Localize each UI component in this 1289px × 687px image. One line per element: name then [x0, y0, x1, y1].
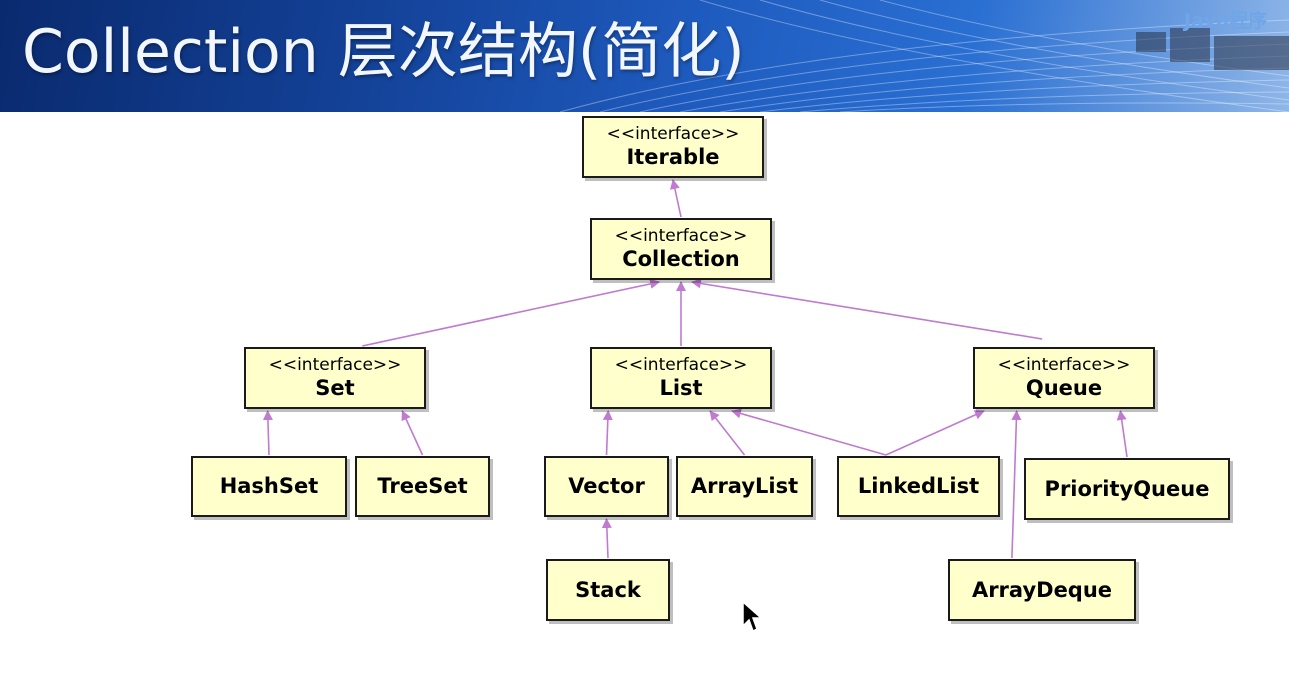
node-vector: Vector [544, 456, 669, 517]
node-linkedlist: LinkedList [837, 456, 1000, 517]
edge-vector-to-list [602, 410, 613, 456]
node-stereotype: <<interface>> [997, 355, 1131, 375]
mouse-cursor-icon [742, 600, 763, 633]
node-iterable: <<interface>> Iterable [582, 116, 764, 178]
edge-arraylist-to-list [709, 410, 746, 456]
header-decoration [559, 0, 1289, 112]
node-stereotype: <<interface>> [614, 226, 748, 246]
node-name: ArrayDeque [971, 577, 1113, 602]
node-name: TreeSet [377, 474, 468, 498]
node-name: List [659, 376, 703, 400]
node-name: PriorityQueue [1044, 476, 1210, 501]
edge-collection-to-iterable [670, 179, 682, 218]
edge-arraydeque-to-queue [1011, 410, 1022, 559]
node-arraydeque: ArrayDeque [948, 559, 1136, 621]
node-hashset: HashSet [191, 456, 347, 517]
edge-hashset-to-set [262, 410, 273, 456]
node-name: Collection [622, 247, 740, 271]
header-logo-text: Java程序 [1184, 10, 1268, 32]
header-logo-graphic [1136, 28, 1289, 70]
node-stereotype: <<interface>> [268, 355, 402, 375]
node-name: Iterable [626, 145, 720, 169]
edge-stack-to-vector [601, 518, 612, 559]
node-list: <<interface>> List [590, 347, 772, 409]
node-name: Set [315, 376, 355, 400]
slide-title: Collection 层次结构(简化) [22, 17, 745, 87]
edge-set-to-collection [362, 279, 661, 347]
node-stack: Stack [546, 559, 670, 621]
node-priorityqueue: PriorityQueue [1024, 458, 1230, 520]
edge-treeset-to-set [401, 410, 424, 456]
node-name: Queue [1025, 376, 1103, 400]
node-stereotype: <<interface>> [614, 355, 748, 375]
node-stereotype: <<interface>> [606, 124, 740, 144]
node-name: HashSet [219, 474, 319, 498]
edge-linkedlist-to-list [730, 408, 887, 456]
edge-queue-to-collection [690, 278, 1043, 340]
node-set: <<interface>> Set [244, 347, 426, 409]
node-collection: <<interface>> Collection [590, 218, 772, 280]
node-arraylist: ArrayList [676, 456, 813, 517]
node-name: LinkedList [857, 474, 980, 498]
slide-header: Java程序 Collection 层次结构(简化) [0, 0, 1289, 112]
edge-linkedlist-to-queue [885, 410, 985, 456]
node-name: ArrayList [690, 474, 799, 498]
edge-priorityqueue-to-queue [1116, 410, 1128, 458]
node-name: Stack [575, 577, 641, 602]
node-name: Vector [568, 474, 645, 498]
node-queue: <<interface>> Queue [973, 347, 1155, 409]
node-treeset: TreeSet [355, 456, 490, 517]
